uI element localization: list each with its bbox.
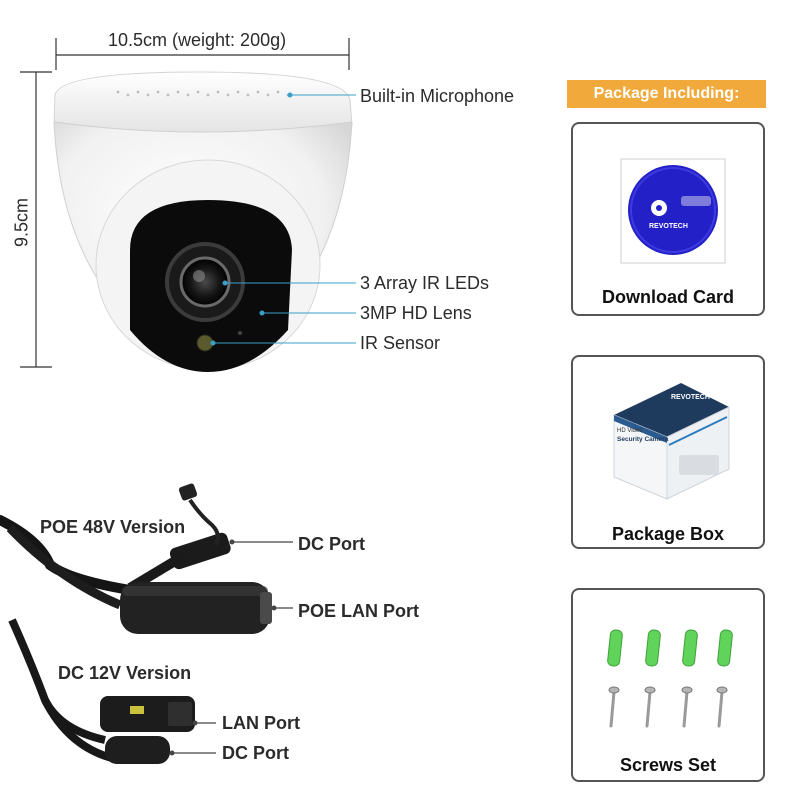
lens-callout-label: 3MP HD Lens xyxy=(360,303,472,323)
screws-set-label: Screws Set xyxy=(619,755,717,775)
width-dimension-label: 10.5cm (weight: 200g) xyxy=(108,30,287,50)
poe-dc-port-label: DC Port xyxy=(298,534,365,554)
callout-lines xyxy=(213,94,356,344)
cd-icon: REVOTECH xyxy=(620,158,726,264)
box-brand-text: REVOTECH xyxy=(671,394,710,401)
dome-camera-illustration xyxy=(53,71,356,372)
download-card-panel: REVOTECH Download Card xyxy=(571,122,765,316)
dc-lan-port-label: LAN Port xyxy=(222,713,300,733)
package-box-label: Package Box xyxy=(611,524,725,544)
dc-dc-port-label: DC Port xyxy=(222,743,289,763)
screws-set-panel: Screws Set xyxy=(571,588,765,782)
poe-lan-port-label: POE LAN Port xyxy=(298,601,420,621)
dc-version-label: DC 12V Version xyxy=(58,663,192,683)
microphone-holes xyxy=(116,90,290,97)
poe-version-label: POE 48V Version xyxy=(40,517,186,537)
package-header: Package Including: xyxy=(567,80,766,108)
ir-sensor-callout-label: IR Sensor xyxy=(360,333,441,353)
screws-icon xyxy=(607,629,733,728)
box-subtitle-text: HD Video xyxy=(617,428,643,434)
box-title-text: Security Camera xyxy=(617,436,669,443)
box-icon: REVOTECH HD Video Security Camera xyxy=(613,383,730,500)
ir-leds-callout-label: 3 Array IR LEDs xyxy=(360,273,490,293)
package-box-panel: REVOTECH HD Video Security Camera Packag… xyxy=(571,355,765,549)
cables-illustration xyxy=(0,483,293,764)
download-card-label: Download Card xyxy=(601,287,734,307)
microphone-callout-label: Built-in Microphone xyxy=(360,86,515,106)
cd-brand-text: REVOTECH xyxy=(649,223,688,230)
